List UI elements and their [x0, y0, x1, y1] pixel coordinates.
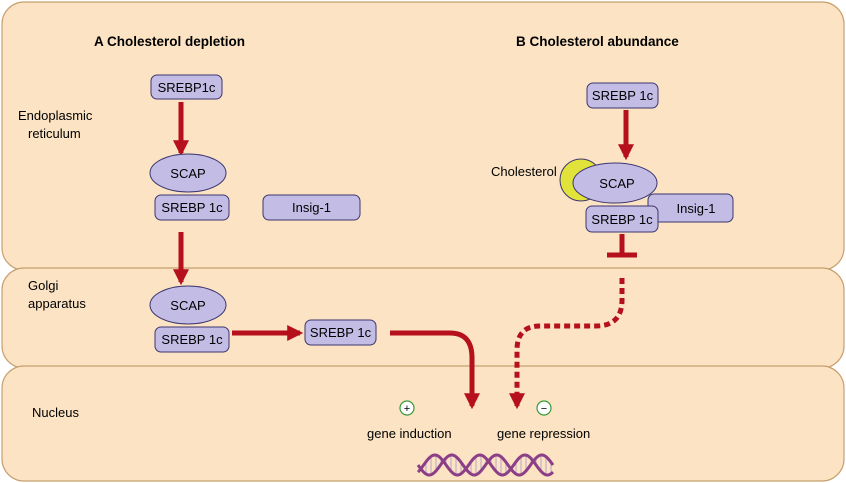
a-insig-label: Insig-1	[292, 200, 331, 215]
er-label-line1: Endoplasmic	[18, 108, 93, 123]
panel-b-title: B Cholesterol abundance	[516, 34, 679, 49]
gene-repression-label: gene repression	[497, 426, 590, 441]
b-srebp-label: SREBP 1c	[592, 88, 654, 103]
nucleus-compartment	[1, 365, 845, 482]
repression-minus-icon: −	[536, 400, 552, 416]
golgi-label-line1: Golgi	[28, 278, 58, 293]
svg-text:−: −	[541, 403, 547, 415]
a-golgi-scap-ellipse: SCAP	[149, 285, 227, 325]
b-srebp-bound-box: SREBP 1c	[585, 205, 659, 233]
b-insig-label: Insig-1	[676, 201, 715, 216]
a-golgi-srebp-bound-box: SREBP 1c	[154, 326, 230, 353]
a-er-scap-ellipse: SCAP	[149, 153, 227, 193]
a-er-srebp-box: SREBP1c	[150, 74, 223, 100]
b-repression-dotted-arrow	[508, 278, 625, 410]
a-golgi-scap-label: SCAP	[170, 298, 205, 313]
a-golgi-srebp-free-box: SREBP 1c	[304, 319, 377, 346]
induction-plus-icon: +	[399, 400, 415, 416]
a-golgi-srebp-bound-label: SREBP 1c	[161, 332, 223, 347]
dna-strand-1	[416, 453, 555, 477]
a-er-srebp-bound-box: SREBP 1c	[154, 194, 230, 221]
er-label-line2: reticulum	[28, 126, 81, 141]
a-er-srebp-label: SREBP1c	[158, 80, 216, 95]
a-insig-box: Insig-1	[262, 194, 361, 221]
cholesterol-label: Cholesterol	[491, 164, 557, 179]
dna-strand-2	[416, 453, 555, 477]
golgi-compartment	[1, 267, 845, 369]
a-nuclear-import-arrow	[390, 330, 481, 410]
b-inhibition-mark	[607, 234, 637, 258]
a-golgi-srebp-free-label: SREBP 1c	[310, 325, 372, 340]
b-srebp-bound-label: SREBP 1c	[591, 212, 653, 227]
panel-a-title: A Cholesterol depletion	[94, 34, 245, 49]
gene-induction-label: gene induction	[367, 426, 452, 441]
b-srebp-box: SREBP 1c	[586, 82, 659, 109]
b-insig-box: Insig-1	[647, 193, 734, 223]
a-er-scap-label: SCAP	[170, 166, 205, 181]
b-scap-label: SCAP	[599, 176, 634, 191]
dna-helix-icon	[416, 453, 555, 477]
golgi-label-line2: apparatus	[28, 296, 86, 311]
a-er-srebp-bound-label: SREBP 1c	[161, 200, 223, 215]
nucleus-label: Nucleus	[32, 405, 79, 420]
b-scap-ellipse: SCAP	[572, 162, 658, 204]
svg-text:+: +	[404, 403, 410, 415]
